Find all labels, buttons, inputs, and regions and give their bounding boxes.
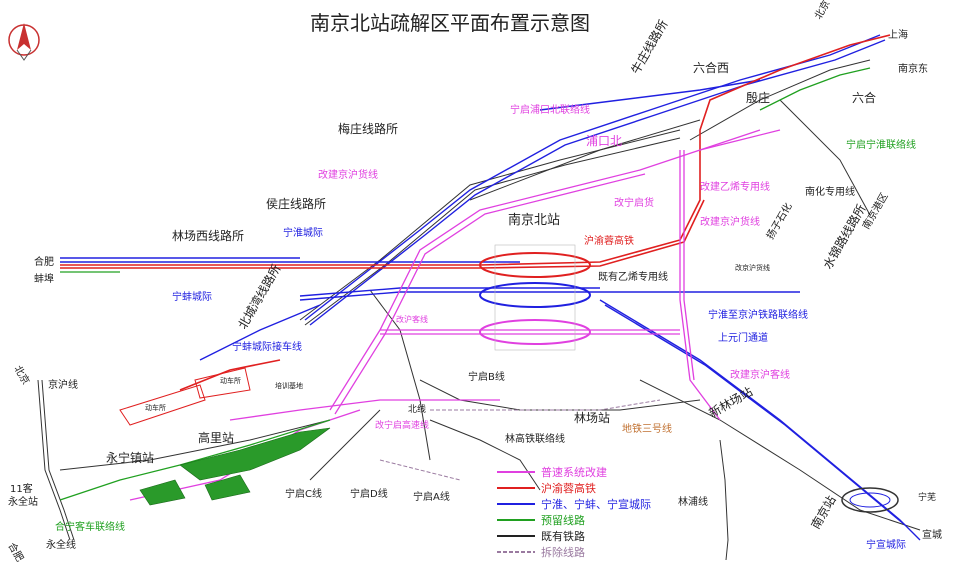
label-linchangxi: 林场西线路所 bbox=[172, 228, 244, 243]
label-bengbu: 蚌埠 bbox=[34, 272, 54, 285]
label-jiangzi-dushiyun: 扬子石化 bbox=[763, 200, 794, 241]
label-yinzhuang: 殷庄 bbox=[746, 90, 770, 105]
label-gaixin-jinghu-top: 改建京沪货线 bbox=[318, 168, 378, 181]
north-arrow-icon bbox=[8, 23, 40, 61]
label-ningning: 合宁客车联络线 bbox=[55, 520, 125, 533]
label-linchang-line: 林浦线 bbox=[678, 495, 708, 508]
label-gaiqi-gaosu: 改宁启高速线 bbox=[375, 419, 429, 431]
label-jiyou-yixi: 既有乙烯专用线 bbox=[598, 270, 668, 283]
nanjing-station-hub bbox=[841, 487, 899, 513]
label-meizhuang: 梅庄线路所 bbox=[338, 121, 398, 136]
label-beijing-left: 北京 bbox=[11, 363, 32, 387]
label-shangyuanmen: 上元门通道 bbox=[718, 331, 768, 344]
label-huyurong: 沪渝蓉高铁 bbox=[584, 234, 634, 247]
label-nanjingbei: 南京北站 bbox=[508, 212, 560, 228]
label-beixie: 北线 bbox=[408, 403, 426, 415]
label-houzhuang: 侯庄线路所 bbox=[266, 196, 326, 211]
label-nanjing: 南京站 bbox=[808, 493, 839, 532]
label-gaoxian: 改沪客线 bbox=[396, 314, 428, 324]
label-yongquanzhan: 永全站 bbox=[8, 495, 38, 508]
map-title: 南京北站疏解区平面布置示意图 bbox=[310, 11, 590, 35]
legend-label-1: 沪渝蓉高铁 bbox=[541, 481, 596, 495]
label-ningqi-d: 宁启D线 bbox=[350, 487, 388, 500]
label-beichengshuang: 北城湾线路所 bbox=[235, 262, 284, 332]
label-ningbeng-chengji: 宁蚌城际 bbox=[172, 290, 212, 303]
label-nanjing-east: 南京东 bbox=[898, 62, 928, 75]
green-reserve-lines bbox=[59, 67, 871, 501]
label-niuzhuang: 牛庄线路所 bbox=[628, 17, 671, 76]
label-guangtong: 宁芜 bbox=[918, 491, 936, 503]
label-ningxuan: 宁宣城际 bbox=[866, 538, 906, 551]
label-xinlinchang: 新林场站 bbox=[706, 384, 755, 421]
legend-label-0: 普速系统改建 bbox=[541, 465, 607, 479]
label-ningqi-b: 宁启B线 bbox=[468, 370, 505, 383]
label-ninghuai-chengji: 宁淮城际 bbox=[283, 226, 323, 239]
label-gaoli: 高里站 bbox=[198, 430, 234, 445]
label-shanghai: 上海 bbox=[888, 28, 908, 41]
blue-intercity-lines bbox=[60, 34, 921, 541]
label-ditie: 地铁三号线 bbox=[622, 422, 672, 435]
legend-label-3: 预留线路 bbox=[541, 513, 585, 527]
label-yongquan: 永全线 bbox=[46, 538, 76, 551]
label-peixunjidi: 培训基地 bbox=[275, 381, 303, 390]
label-gaiqi-huo: 改宁启货 bbox=[614, 196, 654, 209]
green-station-areas bbox=[139, 427, 331, 506]
label-gaijian-yixi: 改建乙烯专用线 bbox=[700, 180, 770, 193]
label-hefei-left: 合肥 bbox=[5, 540, 26, 564]
label-liuhe: 六合 bbox=[852, 90, 876, 105]
label-hefei: 合肥 bbox=[34, 255, 54, 268]
label-ningqi-pukou: 宁启浦口北联络线 bbox=[510, 103, 590, 116]
label-ninghuai-zhi-jinghu: 宁淮至京沪铁路联络线 bbox=[708, 308, 808, 321]
label-dongchesuo: 动车所 bbox=[145, 403, 166, 412]
legend-label-4: 既有铁路 bbox=[541, 529, 585, 543]
text-labels: 北京 上海 南京东 六合西 六合 殷庄 牛庄线路所 宁启浦口北联络线 浦口北 宁… bbox=[5, 0, 942, 564]
label-jinghu-line: 京沪线 bbox=[48, 378, 78, 391]
label-ke11: 11客 bbox=[10, 482, 33, 495]
label-nanhua: 南化专用线 bbox=[805, 185, 855, 198]
label-linchang-station: 林场站 bbox=[574, 411, 610, 425]
label-liuhexi: 六合西 bbox=[693, 60, 729, 75]
label-gaijian-jinghu-ke: 改建京沪客线 bbox=[730, 368, 790, 381]
label-ningqi-c: 宁启C线 bbox=[285, 487, 322, 500]
removed-lines bbox=[379, 399, 661, 481]
label-ningqi-a: 宁启A线 bbox=[413, 490, 450, 503]
legend-label-2: 宁淮、宁蚌、宁宣城际 bbox=[541, 497, 651, 511]
label-xuancheng: 宣城 bbox=[922, 528, 942, 541]
label-gaijian-jinghu-huo: 改建京沪货线 bbox=[700, 215, 760, 228]
label-linchang-gaotie: 林高铁联络线 bbox=[505, 432, 565, 445]
label-dongchesuo2: 动车所 bbox=[220, 376, 241, 385]
label-yongning: 永宁镇站 bbox=[106, 450, 154, 465]
label-ningbeng-jieche: 宁蚌城际接车线 bbox=[232, 340, 302, 353]
label-gaijing: 改京沪货线 bbox=[735, 263, 770, 272]
legend-label-5: 拆除线路 bbox=[541, 545, 585, 559]
label-pukoubei: 浦口北 bbox=[586, 134, 622, 148]
nanjingbei-hub bbox=[479, 244, 591, 351]
label-ningqi-ninghuai: 宁启宁淮联络线 bbox=[846, 138, 916, 151]
depot-outlines bbox=[119, 367, 251, 426]
label-beijing-top: 北京 bbox=[811, 0, 832, 21]
label-shuiganglu: 水锦路线路所 bbox=[820, 202, 869, 272]
